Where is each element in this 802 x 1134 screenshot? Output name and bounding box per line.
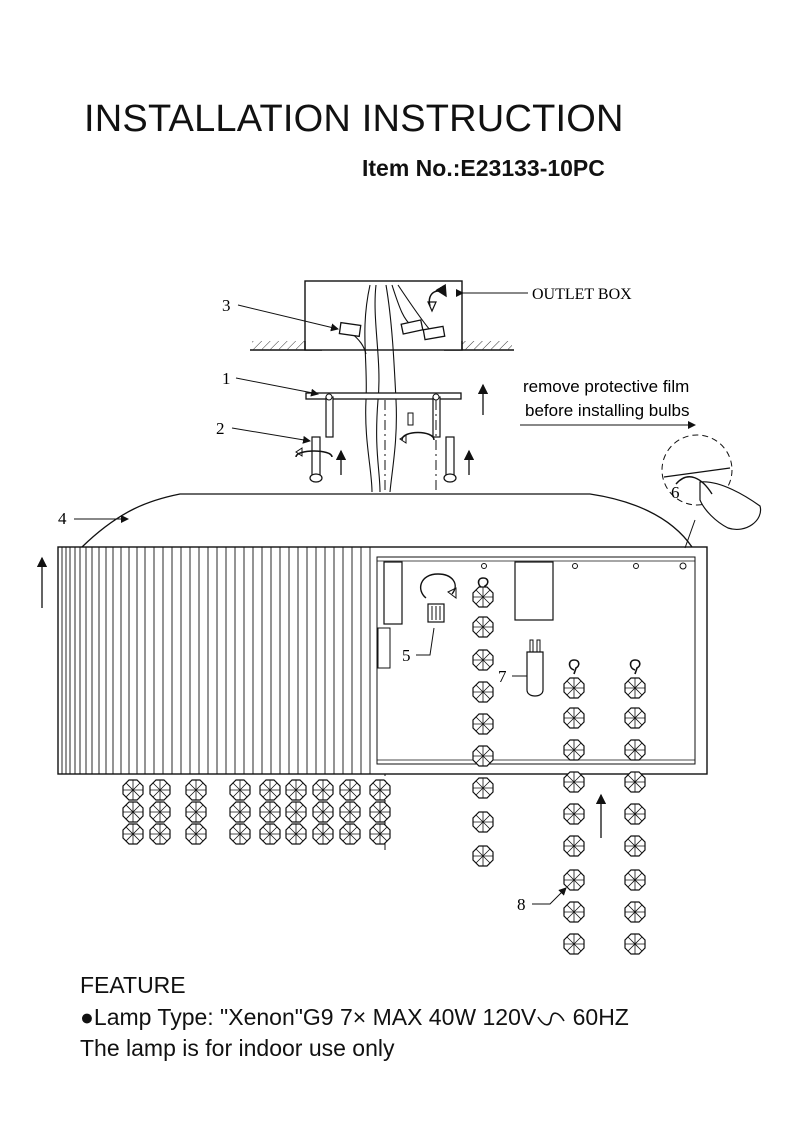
ac-symbol-icon <box>537 1012 565 1026</box>
callout-8: 8 <box>517 895 526 914</box>
bottom-crystals <box>122 779 391 845</box>
mounting-bar <box>305 392 462 438</box>
wire-connectors <box>338 319 446 341</box>
callout-6: 6 <box>671 483 680 502</box>
callout-7: 7 <box>498 667 507 686</box>
callout-5: 5 <box>402 646 411 665</box>
indoor-note: The lamp is for indoor use only <box>80 1035 395 1061</box>
film-note-line-2: before installing bulbs <box>525 401 689 420</box>
mounting-screws <box>295 412 457 483</box>
item-number: Item No.:E23133-10PC <box>362 155 605 181</box>
callout-2: 2 <box>216 419 225 438</box>
feature-heading: FEATURE <box>80 972 186 998</box>
callout-4: 4 <box>58 509 67 528</box>
lamp-type: Lamp Type: "Xenon"G9 7× MAX 40W 120V <box>93 1004 537 1030</box>
film-removal-detail <box>520 421 762 549</box>
pleated-shade <box>61 547 371 774</box>
g9-bulb <box>526 639 544 697</box>
canopy <box>81 493 693 548</box>
callout-1: 1 <box>222 369 231 388</box>
outlet-box <box>304 280 463 351</box>
page-title: INSTALLATION INSTRUCTION <box>84 98 624 140</box>
film-note-line-1: remove protective film <box>523 377 689 396</box>
bullet: ● <box>80 1004 94 1030</box>
frequency: 60HZ <box>566 1004 629 1030</box>
lamp-holders <box>377 561 554 669</box>
crystal-strand-1 <box>472 577 494 867</box>
hook-points <box>481 562 687 570</box>
callout-3: 3 <box>222 296 231 315</box>
outlet-box-label: OUTLET BOX <box>532 286 632 303</box>
lamp-type-line: ●Lamp Type: "Xenon"G9 7× MAX 40W 120V 60… <box>80 1004 629 1031</box>
callout-leaders <box>74 304 567 905</box>
